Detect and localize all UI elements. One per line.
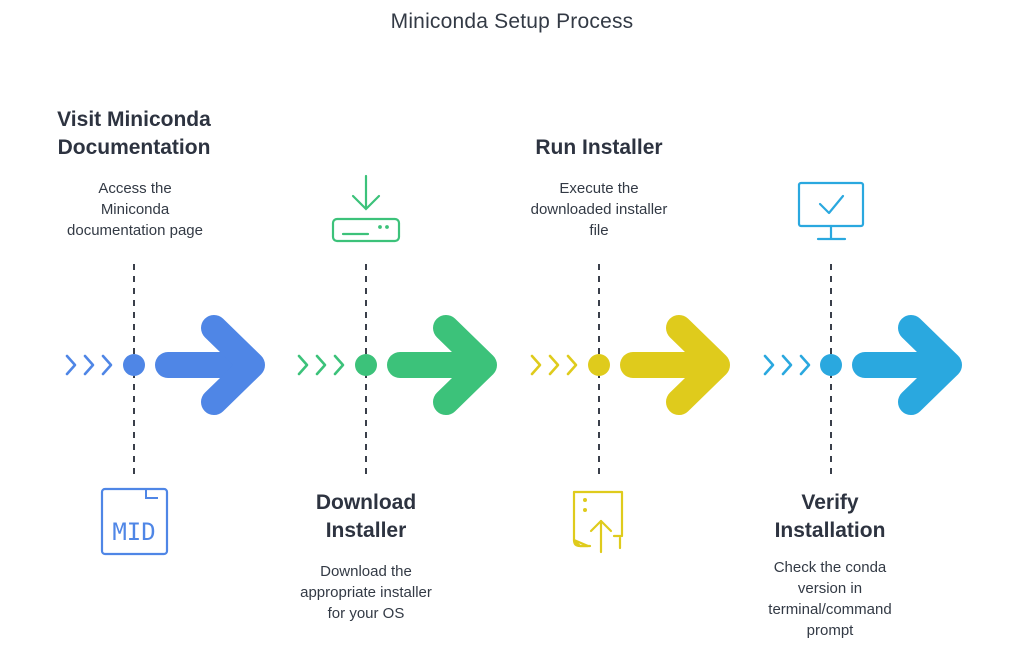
step-4-flow [763,181,962,475]
step-2-flow [297,174,497,475]
step-4-desc-line-3: terminal/command [768,601,892,618]
step-2-node [355,354,377,376]
step-3-title-line-1: Run Installer [535,136,663,159]
step-4-arrow [852,315,962,415]
step-3-description: Execute the downloaded installer file [499,178,699,241]
monitor-check-icon [797,181,865,241]
step-2-title-line-1: Download [315,491,417,514]
step-1-node [123,354,145,376]
step-1-description: Access the Miniconda documentation page [35,178,235,241]
run-file-icon [572,490,624,554]
step-3-desc-line-3: file [589,222,609,239]
step-1-desc-line-1: Access the [98,180,172,197]
step-1-flow: MID [65,264,265,556]
step-4-desc-line-1: Check the conda [773,559,887,576]
step-4-node [820,354,842,376]
step-3-flow [530,264,730,554]
step-1-chevrons [65,354,113,376]
step-2-arrow [387,315,497,415]
diagram-title: Miniconda Setup Process [390,10,634,33]
step-3-node [588,354,610,376]
step-3-desc-line-2: downloaded installer [530,201,668,218]
step-3-arrow [620,315,730,415]
document-icon: MID [100,487,169,556]
step-4-desc-line-4: prompt [806,622,854,639]
step-1-title-line-2: Documentation [57,136,211,159]
step-4-description: Check the conda version in terminal/comm… [730,557,930,641]
step-4-chevrons [763,354,811,376]
download-drive-icon [331,174,401,243]
step-1-title-line-1: Visit Miniconda [57,108,211,131]
step-4-title: Verify Installation [715,489,945,545]
step-4-title-line-1: Verify [801,491,859,514]
step-2-chevrons [297,354,345,376]
step-1-desc-line-2: Miniconda [100,201,170,218]
step-2-desc-line-3: for your OS [327,605,405,622]
step-1-title: Visit Miniconda Documentation [19,106,249,162]
step-1-arrow [155,315,265,415]
document-icon-label: MID [112,518,155,546]
step-2-desc-line-1: Download the [320,563,412,580]
step-2-title: Download Installer [251,489,481,545]
step-3-title: Run Installer [484,134,714,162]
step-2-description: Download the appropriate installer for y… [266,561,466,624]
step-1-desc-line-3: documentation page [67,222,203,239]
step-4-title-line-2: Installation [774,519,886,542]
step-2-title-line-2: Installer [325,519,407,542]
step-2-desc-line-2: appropriate installer [300,584,432,601]
step-3-chevrons [530,354,578,376]
step-4-desc-line-2: version in [797,580,863,597]
step-3-desc-line-1: Execute the [559,180,639,197]
